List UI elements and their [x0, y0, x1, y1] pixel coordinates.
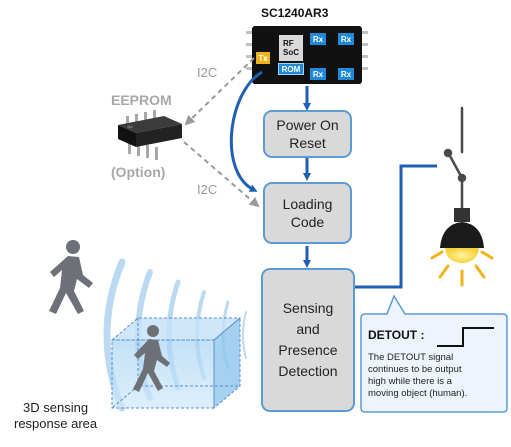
i2c-arrow-to-eeprom: [184, 57, 255, 126]
detout-callout: [360, 294, 508, 413]
light-bulb-icon: [430, 208, 494, 287]
human-in-area-icon: [133, 325, 170, 392]
loading-code-step: Loading Code: [263, 182, 352, 244]
rom-block: ROM: [278, 63, 304, 75]
sensing-detection-label: Sensing and Presence Detection: [278, 300, 338, 379]
flow-arrows: [229, 70, 437, 289]
i2c-arrow-to-loading: [183, 141, 260, 208]
rx-antenna: Rx: [338, 68, 354, 80]
i2c-label-top: I2C: [197, 65, 218, 80]
eeprom-option-label: (Option): [111, 164, 166, 180]
human-walking-icon: [49, 240, 93, 314]
rx-antenna: Rx: [310, 68, 326, 80]
switch-icon: [443, 106, 467, 216]
eeprom-chip-icon: [118, 110, 182, 160]
high-signal-icon: [437, 327, 494, 347]
sensing-area-label: 3D sensing response area: [14, 400, 98, 431]
i2c-label-bottom: I2C: [197, 182, 218, 197]
loading-code-label: Loading Code: [282, 196, 333, 230]
power-on-reset-step: Power On Reset: [263, 110, 352, 158]
wave-arc: [242, 311, 247, 359]
sensing-detection-step: Sensing and Presence Detection: [261, 268, 355, 412]
i2c-connectors: [183, 57, 260, 208]
detout-title: DETOUT :: [368, 328, 425, 342]
sensing-cube: [110, 316, 242, 410]
chip-title: SC1240AR3: [261, 6, 329, 20]
eeprom-label: EEPROM: [111, 92, 172, 108]
detout-description: The DETOUT signal continues to be output…: [368, 352, 468, 399]
tx-antenna: Tx: [256, 52, 270, 64]
detout-line: [355, 164, 437, 289]
power-on-reset-label: Power On Reset: [276, 117, 339, 151]
rf-soc-block: RF SoC: [279, 35, 303, 61]
rx-antenna: Rx: [310, 33, 326, 45]
arrow-rom-to-loading: [229, 70, 263, 192]
rx-antenna: Rx: [338, 33, 354, 45]
